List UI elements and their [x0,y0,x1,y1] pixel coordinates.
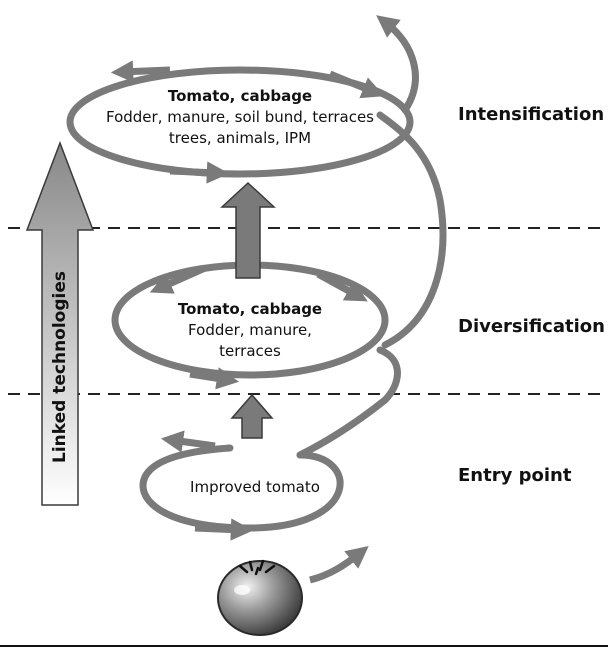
stage-label-entry: Entry point [458,465,572,486]
tomato-exit-arrow [309,546,369,584]
entry-title: Improved tomato [190,478,320,496]
intensification-line-1: Fodder, manure, soil bund, terraces [105,108,374,126]
block-arrow-lower [230,393,274,439]
linked-technologies-label: Linked technologies [50,271,70,463]
diversification-title: Tomato, cabbage [177,300,323,318]
intensification-line-2: trees, animals, IPM [168,129,312,147]
entry-loop [139,346,401,541]
intensification-title: Tomato, cabbage [167,87,313,105]
stage-label-intensification: Intensification [458,104,605,125]
tomato-icon [217,559,303,636]
block-arrow-upper [220,181,276,279]
diversification-line-2: terraces [219,342,281,360]
linked-technologies-arrow [25,140,95,506]
stage-label-diversification: Diversification [458,316,605,337]
intensification-loop [66,15,419,184]
diversification-line-1: Fodder, manure, [188,321,312,339]
